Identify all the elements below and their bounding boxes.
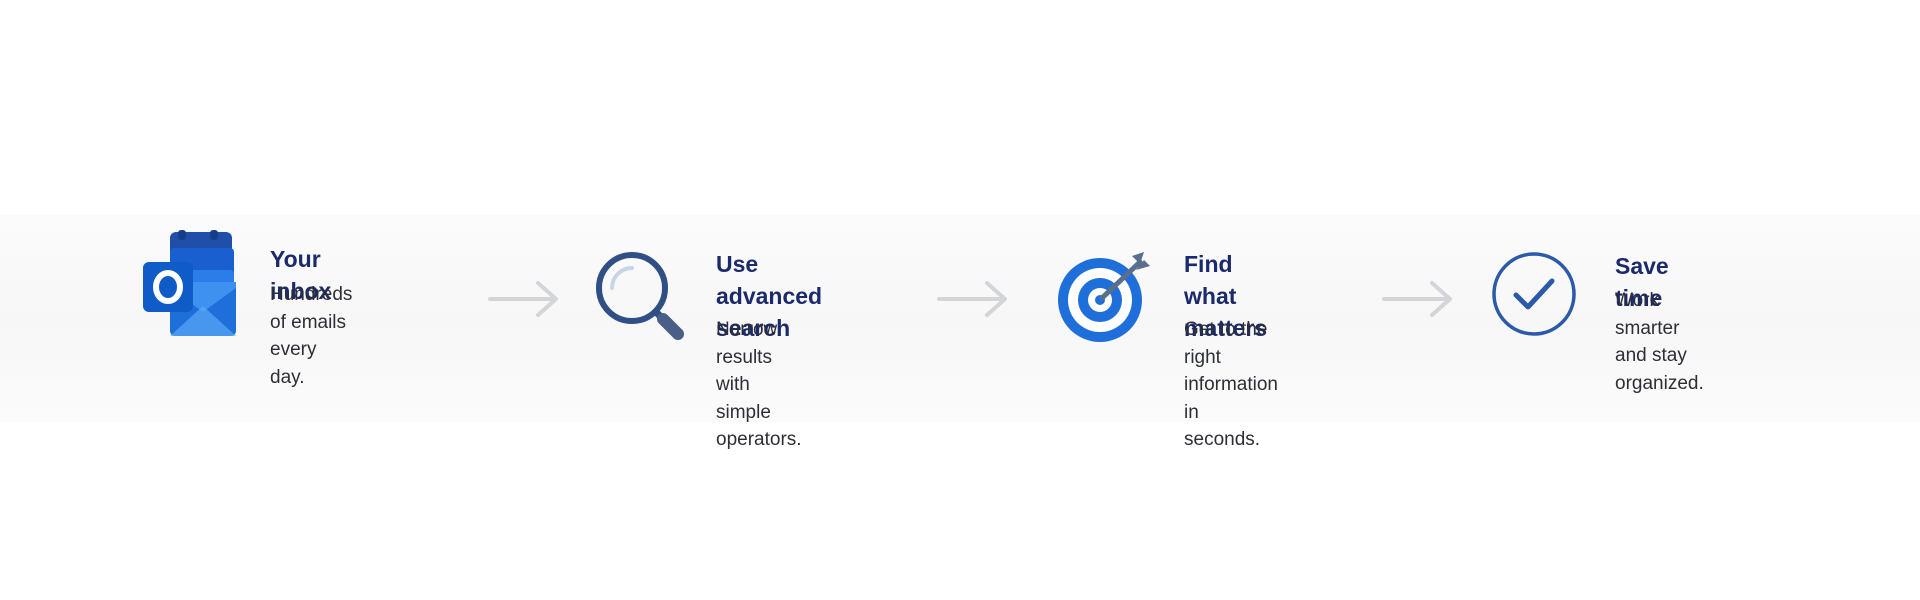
step-title: Find what matters (1184, 251, 1268, 341)
step-description: Hundreds of emails every day. (270, 284, 353, 388)
step-description: Get to the right information in seconds. (1184, 319, 1278, 450)
right-arrow-icon (937, 281, 1007, 317)
step-description: Narrow results with simple operators. (716, 319, 802, 450)
step-title: Save time (1615, 253, 1669, 311)
step-title: Use advanced search (716, 251, 823, 341)
checkmark-circle-icon (1492, 252, 1576, 336)
step-title: Your inbox (270, 246, 332, 304)
target-arrow-icon (1058, 252, 1150, 342)
step-description: Work smarter and stay organized. (1615, 290, 1704, 394)
background-band (0, 215, 1920, 422)
right-arrow-icon (488, 281, 558, 317)
magnifying-glass-icon (596, 252, 684, 340)
right-arrow-icon (1382, 281, 1452, 317)
outlook-logo-icon (143, 230, 236, 336)
